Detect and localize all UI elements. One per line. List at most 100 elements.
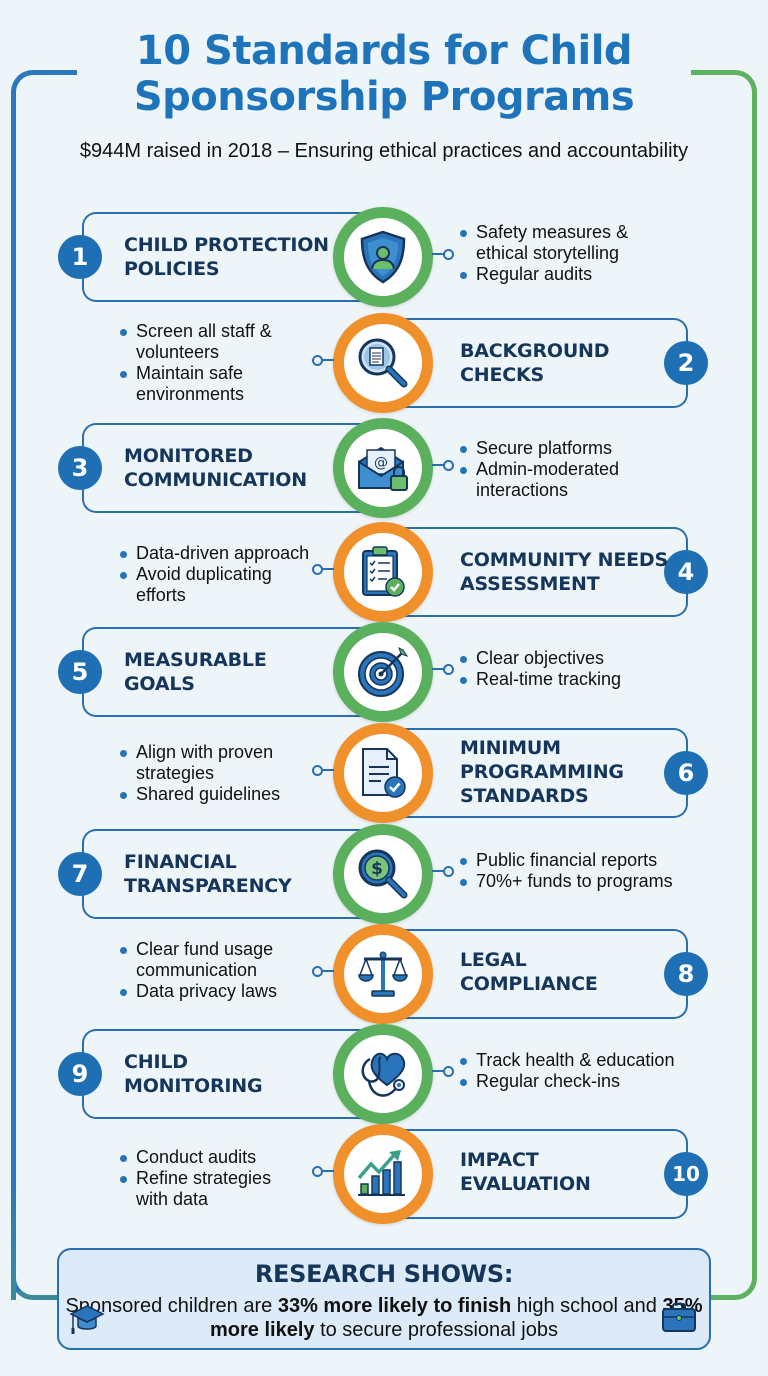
connector xyxy=(432,249,454,260)
bullet-list: Clear fund usage communication Data priv… xyxy=(120,939,310,1002)
bullet-list: Data-driven approach Avoid duplicating e… xyxy=(120,543,320,606)
bullet-item: Secure platforms xyxy=(460,438,660,459)
connector xyxy=(312,966,334,977)
bullet-item: Align with proven strategies xyxy=(120,742,290,784)
bullet-list: Screen all staff & volunteers Maintain s… xyxy=(120,321,300,405)
document-magnifier-icon xyxy=(358,338,408,388)
bullet-item: Avoid duplicating efforts xyxy=(120,564,290,606)
number-badge: 5 xyxy=(58,650,102,694)
bullet-item: Maintain safe environments xyxy=(120,363,300,405)
bullet-list: Conduct audits Refine strategies with da… xyxy=(120,1147,310,1210)
bullet-item: Clear objectives xyxy=(460,648,660,669)
svg-text:$: $ xyxy=(371,859,383,879)
icon-ring-green xyxy=(333,207,433,307)
connector xyxy=(312,1166,334,1177)
icon-ring-orange xyxy=(333,1124,433,1224)
bullet-item: Shared guidelines xyxy=(120,784,310,805)
bullet-list: Secure platforms Admin-moderated interac… xyxy=(460,438,660,501)
number-badge: 2 xyxy=(664,341,708,385)
bullet-item: Conduct audits xyxy=(120,1147,310,1168)
bullet-item: 70%+ funds to programs xyxy=(460,871,700,892)
number-badge: 1 xyxy=(58,235,102,279)
scales-icon xyxy=(358,951,408,997)
icon-ring-orange xyxy=(333,924,433,1024)
bullet-item: Clear fund usage communication xyxy=(120,939,280,981)
page-title: 10 Standards for Child Sponsorship Progr… xyxy=(0,28,768,120)
connector xyxy=(312,765,334,776)
number-badge: 6 xyxy=(664,751,708,795)
connector xyxy=(432,1066,454,1077)
connector xyxy=(312,355,334,366)
frame-border-right xyxy=(691,70,757,1300)
shield-person-icon xyxy=(360,230,406,284)
connector xyxy=(432,664,454,675)
icon-ring-green xyxy=(333,622,433,722)
bullet-item: Data-driven approach xyxy=(120,543,320,564)
icon-ring-orange xyxy=(333,723,433,823)
bullet-list: Public financial reports 70%+ funds to p… xyxy=(460,850,700,892)
number-badge: 3 xyxy=(58,446,102,490)
subtitle: $944M raised in 2018 – Ensuring ethical … xyxy=(79,140,689,162)
bullet-item: Admin-moderated interactions xyxy=(460,459,660,501)
svg-text:@: @ xyxy=(374,455,388,471)
connector xyxy=(432,460,454,471)
locked-envelope-icon: @ xyxy=(358,446,408,491)
bullet-item: Refine strategies with data xyxy=(120,1168,280,1210)
research-title: RESEARCH SHOWS: xyxy=(254,1260,514,1288)
growth-chart-icon xyxy=(357,1150,405,1196)
icon-ring-orange xyxy=(333,313,433,413)
dollar-magnifier-icon: $ xyxy=(358,849,408,899)
title-line-2: Sponsorship Programs xyxy=(133,74,635,120)
bullet-item: Regular audits xyxy=(460,264,660,285)
bullet-list: Clear objectives Real-time tracking xyxy=(460,648,660,690)
bullet-list: Safety measures & ethical storytelling R… xyxy=(460,222,660,285)
bullet-list: Track health & education Regular check-i… xyxy=(460,1050,700,1092)
bullet-item: Screen all staff & volunteers xyxy=(120,321,300,363)
graduation-cap-icon xyxy=(69,1305,105,1334)
number-badge: 10 xyxy=(664,1152,708,1196)
icon-ring-orange xyxy=(333,522,433,622)
number-badge: 9 xyxy=(58,1052,102,1096)
heart-stethoscope-icon xyxy=(361,1052,406,1097)
bullet-item: Data privacy laws xyxy=(120,981,310,1002)
connector xyxy=(432,866,454,877)
clipboard-check-icon xyxy=(362,546,405,597)
bullet-item: Public financial reports xyxy=(460,850,700,871)
number-badge: 8 xyxy=(664,952,708,996)
number-badge: 7 xyxy=(58,852,102,896)
frame-border-left xyxy=(11,70,77,1300)
research-text: Sponsored children are 33% more likely t… xyxy=(65,1295,703,1341)
bullet-item: Track health & education xyxy=(460,1050,700,1071)
bullet-item: Safety measures & ethical storytelling xyxy=(460,222,660,264)
bullet-item: Regular check-ins xyxy=(460,1071,700,1092)
briefcase-icon xyxy=(662,1303,696,1332)
research-callout: RESEARCH SHOWS: Sponsored children are 3… xyxy=(57,1248,711,1350)
bullet-item: Real-time tracking xyxy=(460,669,660,690)
number-badge: 4 xyxy=(664,550,708,594)
icon-ring-green: $ xyxy=(333,824,433,924)
icon-ring-green: @ xyxy=(333,418,433,518)
icon-ring-green xyxy=(333,1024,433,1124)
connector xyxy=(312,564,334,575)
title-line-1: 10 Standards for Child xyxy=(135,28,633,74)
bullet-list: Align with proven strategies Shared guid… xyxy=(120,742,310,805)
